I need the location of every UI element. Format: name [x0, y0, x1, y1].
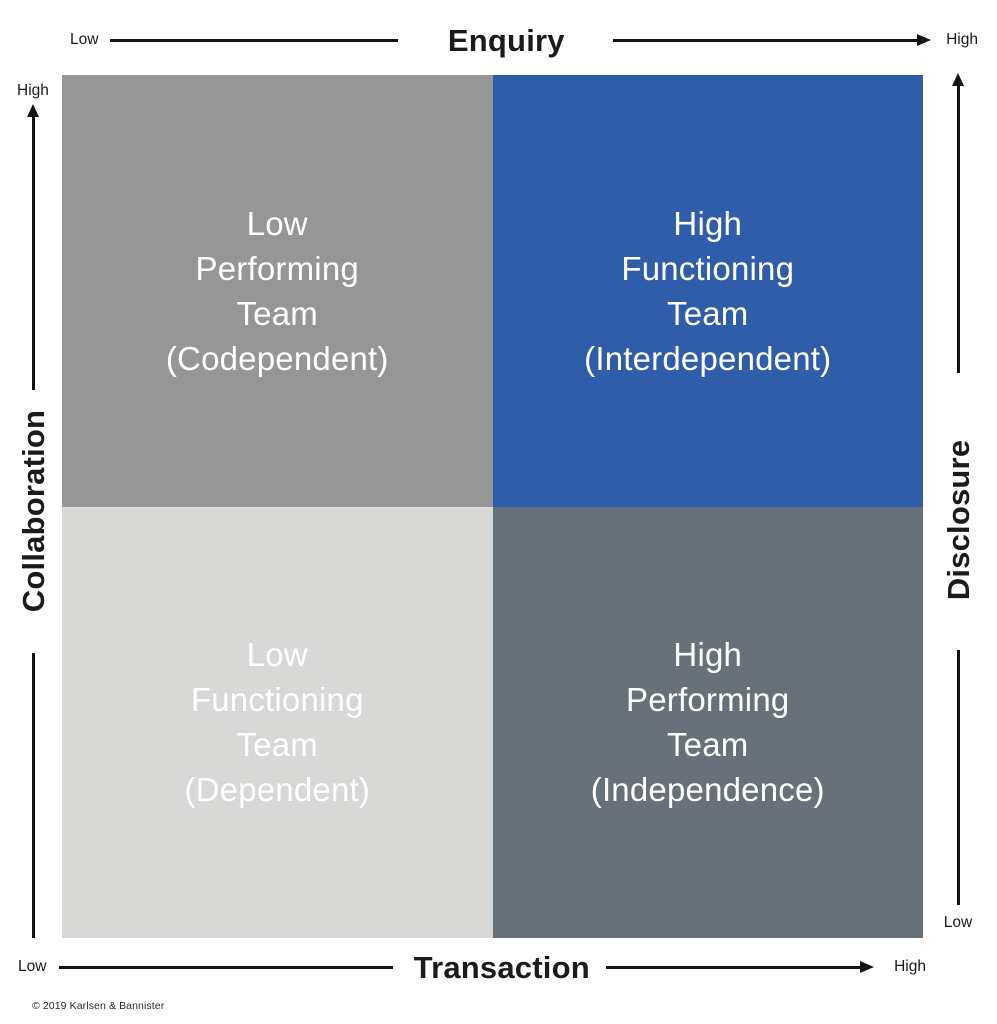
collaboration-high-label: High	[17, 82, 49, 99]
transaction-axis-line	[59, 965, 393, 969]
quadrant-grid: Low Performing Team (Codependent) High F…	[62, 75, 923, 938]
transaction-low-label: Low	[18, 958, 47, 976]
transaction-arrow-shaft	[605, 965, 861, 969]
enquiry-low-label: Low	[70, 31, 99, 49]
axis-transaction: Low Transaction High	[18, 951, 926, 983]
collaboration-axis-line	[31, 653, 35, 938]
enquiry-axis-line	[110, 38, 398, 42]
disclosure-arrow-shaft	[956, 85, 960, 373]
disclosure-axis-title: Disclosure	[941, 439, 976, 601]
quadrant-label: High Functioning Team (Interdependent)	[584, 204, 832, 377]
arrowhead-right-icon	[917, 34, 932, 46]
arrow-right-icon	[605, 961, 875, 973]
quadrant-high-functioning-team: High Functioning Team (Interdependent)	[492, 75, 923, 507]
disclosure-axis-line	[956, 650, 960, 905]
quadrant-label: Low Performing Team (Codependent)	[165, 204, 389, 377]
quadrant-high-performing-team: High Performing Team (Independence)	[492, 506, 923, 938]
arrowhead-up-icon	[951, 73, 964, 86]
collaboration-axis-title: Collaboration	[16, 409, 51, 613]
axis-enquiry: Low Enquiry High	[70, 24, 978, 56]
disclosure-low-label: Low	[943, 914, 973, 931]
transaction-high-label: High	[894, 958, 926, 976]
arrow-right-icon	[612, 34, 932, 46]
arrowhead-up-icon	[26, 104, 39, 117]
enquiry-high-label: High	[946, 31, 978, 49]
collaboration-arrow-shaft	[31, 116, 35, 390]
quadrant-label: High Performing Team (Independence)	[590, 636, 825, 809]
transaction-axis-title: Transaction	[413, 949, 590, 985]
quadrant-low-functioning-team: Low Functioning Team (Dependent)	[62, 506, 493, 938]
enquiry-axis-title: Enquiry	[447, 22, 565, 58]
copyright: © 2019 Karlsen & Bannister	[32, 1000, 165, 1012]
enquiry-arrow-shaft	[612, 38, 918, 42]
quadrant-low-performing-team: Low Performing Team (Codependent)	[62, 75, 493, 507]
arrowhead-right-icon	[860, 961, 875, 973]
quadrant-label: Low Functioning Team (Dependent)	[184, 636, 371, 809]
